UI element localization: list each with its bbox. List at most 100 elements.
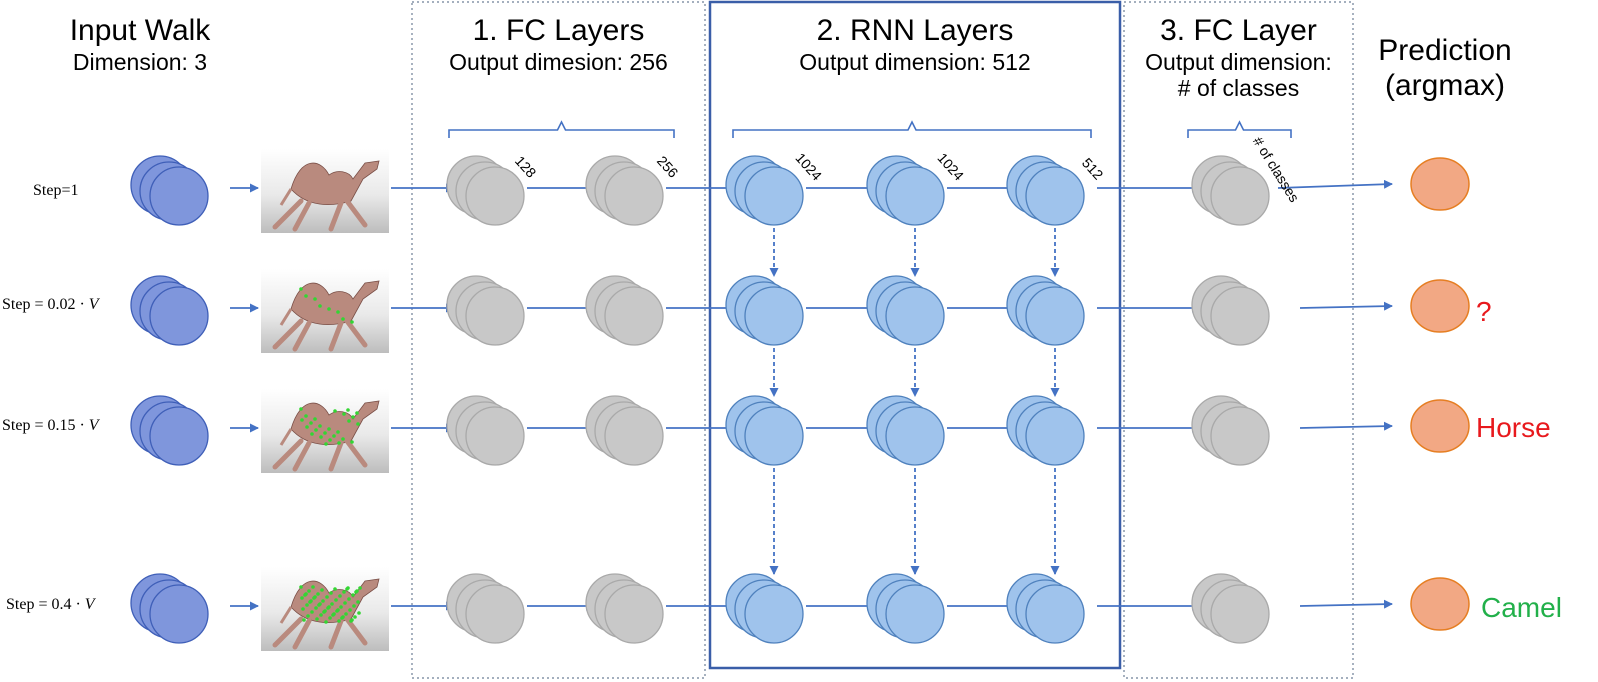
- walk-dot-4-40: [302, 618, 306, 622]
- walk-dot-4-17: [351, 593, 355, 597]
- rnn1-node-stack-4-circle-3: [744, 584, 804, 644]
- input-node-stack-4-circle-3: [149, 584, 209, 644]
- fc1-brace: [448, 120, 675, 138]
- rnn3-node-stack-4-circle-3: [1025, 584, 1085, 644]
- rnn-header: 2. RNN Layers Output dimension: 512: [710, 14, 1120, 75]
- walk-dot-3-19: [305, 425, 309, 429]
- walk-dot-3-1: [299, 407, 303, 411]
- fc3-header: 3. FC Layer Output dimension: # of class…: [1124, 14, 1353, 101]
- camel-leg-3-2: [292, 440, 312, 472]
- prediction-subtitle: (argmax): [1384, 68, 1505, 102]
- camel-leg-4-4: [344, 616, 368, 646]
- fc3-brace: [1187, 120, 1292, 138]
- fc1-header: 1. FC Layers Output dimesion: 256: [412, 14, 705, 75]
- walk-dot-3-11: [309, 421, 313, 425]
- camel-leg-2-4: [344, 318, 368, 348]
- walk-dot-3-21: [319, 435, 323, 439]
- rnn2-node-stack-4: [866, 573, 945, 644]
- walk-dot-4-15: [337, 619, 341, 623]
- prediction-result-4: Camel: [1481, 592, 1562, 623]
- rnn1-node-stack-2-circle-3: [744, 286, 804, 346]
- rnn-section-frame: [708, 0, 1122, 670]
- rnn3-node-stack-1: [1006, 155, 1085, 226]
- input-walk-header: Input Walk Dimension: 3: [40, 14, 240, 75]
- walk-dot-4-28: [338, 594, 342, 598]
- step-label-1: Step=1: [33, 182, 79, 199]
- rnn2-node-stack-3: [866, 395, 945, 466]
- fc1a-node-stack-4: [446, 573, 525, 644]
- layer-dim-label-4: 1024: [934, 150, 967, 184]
- walk-dot-4-24: [310, 610, 314, 614]
- prediction-node-3: [1410, 399, 1470, 453]
- fc1-section-frame: [411, 1, 706, 679]
- walk-dot-3-26: [324, 442, 328, 446]
- fc3-node-stack-3-circle-3: [1210, 406, 1270, 466]
- camel-leg-4-3: [328, 618, 344, 650]
- fc1a-node-stack-1: [446, 155, 525, 226]
- walk-dot-4-45: [307, 589, 311, 593]
- camel-tail-2: [279, 308, 293, 326]
- walk-dot-4-41: [339, 605, 343, 609]
- fc1b-node-stack-4: [585, 573, 664, 644]
- walk-dot-3-12: [346, 408, 350, 412]
- walk-dot-3-3: [313, 417, 317, 421]
- camel-leg-3-4: [344, 438, 368, 468]
- walk-dot-4-37: [311, 585, 315, 589]
- camel-tail-1: [279, 188, 293, 206]
- walk-dot-4-29: [315, 617, 319, 621]
- camel-leg-1-2: [292, 200, 312, 232]
- fc3-subtitle: Output dimension:: [1145, 48, 1332, 75]
- fc1a-node-stack-2-circle-3: [465, 286, 525, 346]
- walk-dot-4-26: [324, 620, 328, 624]
- walk-dot-4-51: [349, 619, 353, 623]
- rnn2-node-stack-3-circle-3: [885, 406, 945, 466]
- walk-dot-4-18: [328, 616, 332, 620]
- walk-dot-4-25: [347, 597, 351, 601]
- fc3-node-stack-2-circle-3: [1210, 286, 1270, 346]
- walk-dot-4-60: [322, 610, 326, 614]
- walk-dot-2-3: [313, 297, 317, 301]
- walk-dot-3-14: [300, 418, 304, 422]
- rnn3-node-stack-1-circle-3: [1025, 166, 1085, 226]
- fc1b-node-stack-4-circle-3: [604, 584, 664, 644]
- walk-dot-3-10: [332, 434, 336, 438]
- prediction-node-1: [1410, 157, 1470, 211]
- fc3-subtitle-2: # of classes: [1177, 74, 1300, 101]
- input-walk-subtitle: Dimension: 3: [72, 48, 208, 75]
- walk-dot-4-53: [303, 593, 307, 597]
- step-label-3: Step = 0.15 · V: [2, 417, 99, 434]
- camel-leg-2-3: [328, 320, 344, 352]
- camel-tail-3: [279, 428, 293, 446]
- walk-dot-3-16: [314, 428, 318, 432]
- layer-dim-label-5: 512: [1079, 155, 1107, 183]
- walk-dot-4-36: [334, 598, 338, 602]
- rnn1-node-stack-4: [725, 573, 804, 644]
- fc3-node-stack-4: [1191, 573, 1270, 644]
- walk-dot-4-19: [305, 603, 309, 607]
- fc3-node-stack-1-circle-3: [1210, 166, 1270, 226]
- walk-dot-4-52: [326, 606, 330, 610]
- walk-dot-2-1: [299, 287, 303, 291]
- fc1b-node-stack-2: [585, 275, 664, 346]
- input-walk-title: Input Walk: [69, 14, 211, 47]
- walk-dot-3-24: [310, 432, 314, 436]
- walk-dot-4-30: [352, 604, 356, 608]
- fc3-section-frame: [1123, 1, 1354, 679]
- walk-dot-4-32: [306, 614, 310, 618]
- walk-dot-4-21: [319, 613, 323, 617]
- camel-body-1: [290, 160, 380, 205]
- walk-dot-4-27: [301, 607, 305, 611]
- walk-dot-4-35: [357, 611, 361, 615]
- camel-leg-4-1: [272, 616, 304, 648]
- walk-dot-4-44: [330, 602, 334, 606]
- rnn1-node-stack-3: [725, 395, 804, 466]
- walk-dot-4-42: [316, 592, 320, 596]
- walk-dot-3-22: [356, 422, 360, 426]
- rnn2-node-stack-1-circle-3: [885, 166, 945, 226]
- rnn1-node-stack-1-circle-3: [744, 166, 804, 226]
- rnn3-node-stack-2: [1006, 275, 1085, 346]
- walk-dot-4-48: [358, 586, 362, 590]
- walk-dot-4-38: [348, 608, 352, 612]
- input-node-stack-1: [130, 155, 209, 226]
